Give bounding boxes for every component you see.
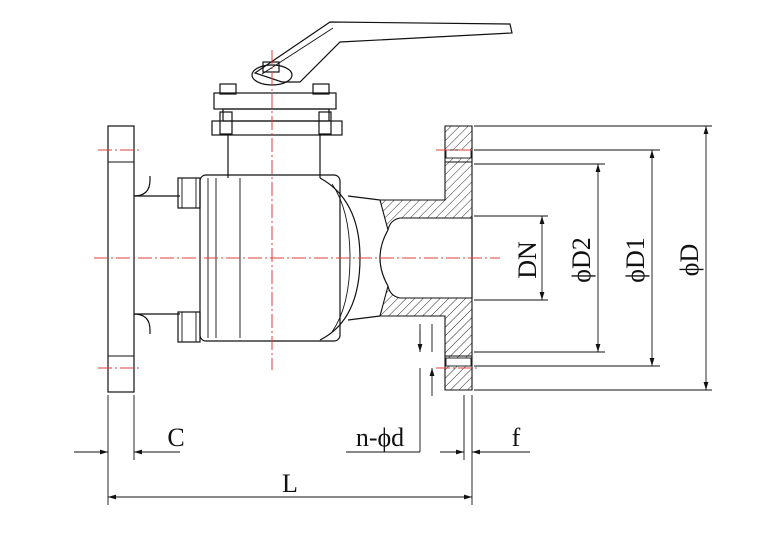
dn-label: DN (513, 241, 542, 279)
phi-d-label: ϕD (675, 244, 704, 276)
diameter-dimensions (474, 125, 712, 391)
left-flange (107, 125, 180, 393)
stem-gland (211, 83, 343, 178)
left-bolts (177, 177, 201, 343)
l-label: L (282, 469, 298, 498)
centerlines (94, 50, 500, 370)
right-section (347, 125, 473, 391)
lever-handle (251, 21, 513, 86)
bottom-dimensions (74, 324, 530, 505)
phi-d1-label: ϕD1 (621, 237, 650, 282)
c-label: C (167, 423, 184, 452)
phi-d2-label: ϕD2 (567, 237, 596, 282)
n-phi-d-label: n-ϕd (356, 423, 404, 452)
f-label: f (512, 423, 521, 452)
